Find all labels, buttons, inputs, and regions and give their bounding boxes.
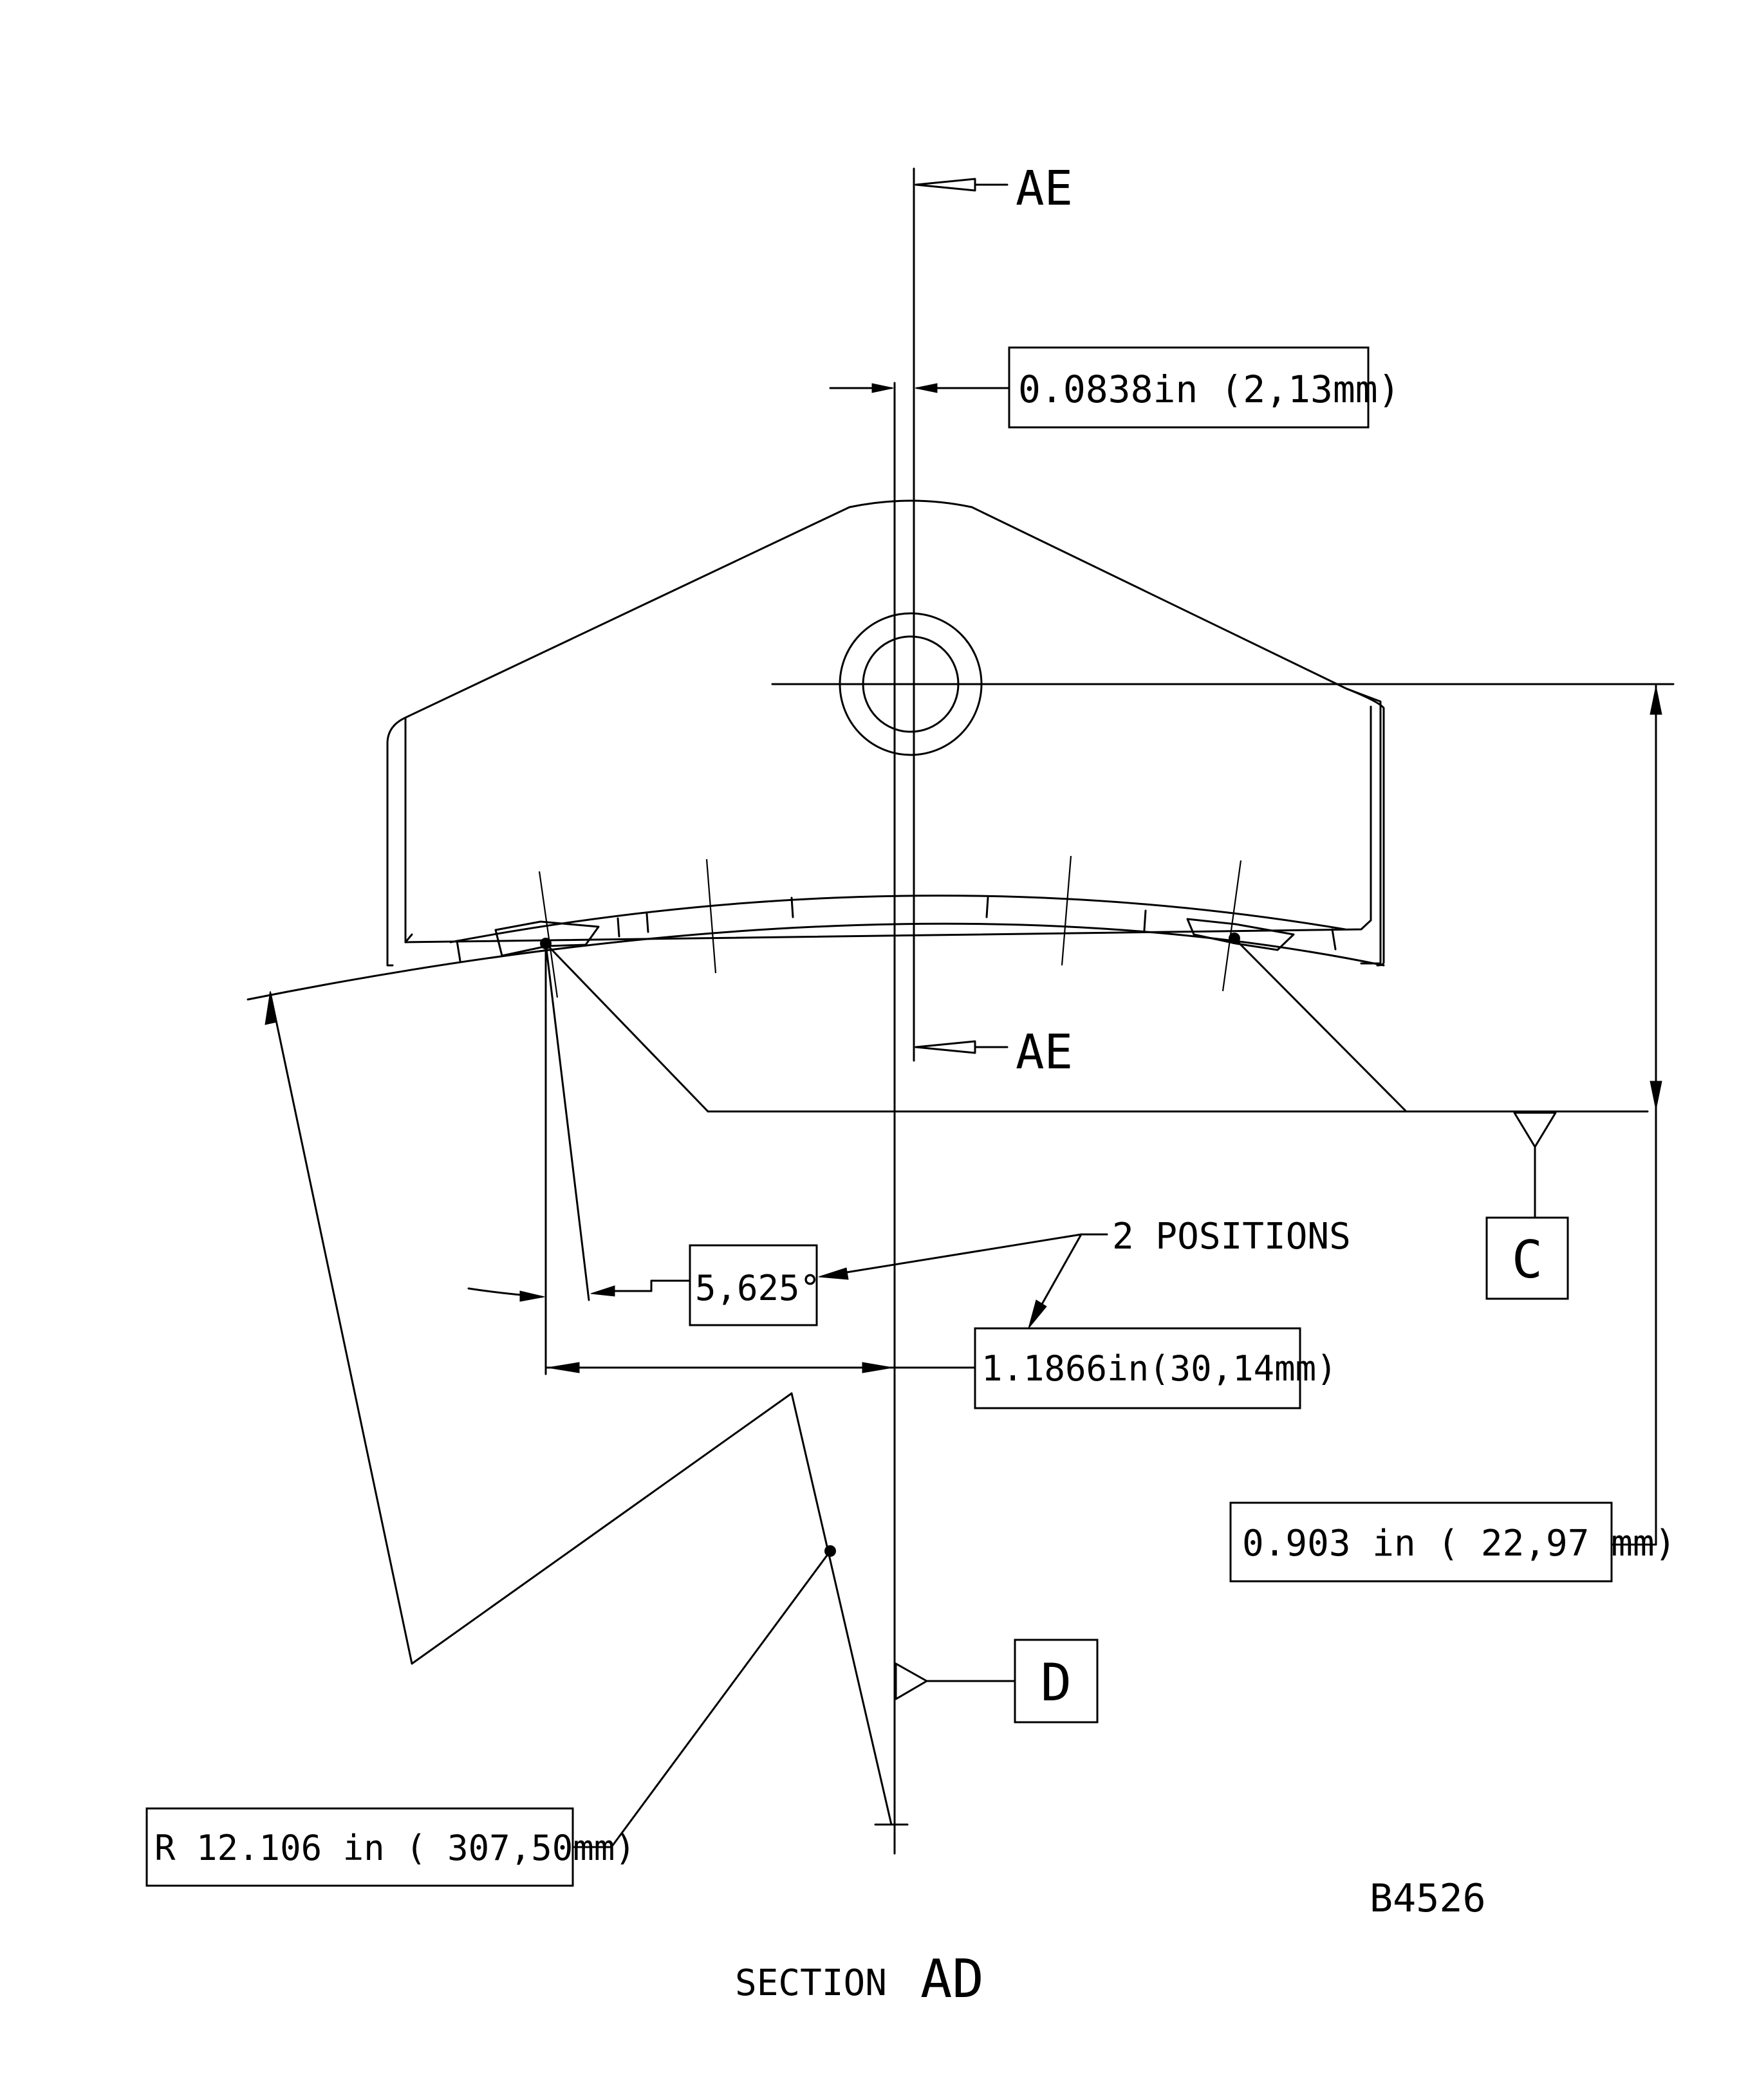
datum-c-label: C <box>1512 1230 1543 1290</box>
angle-dimension-label: 5,625° <box>695 1268 821 1308</box>
distance-dimension: 1.1866in(30,14mm) <box>544 1327 1337 1409</box>
angle-dimension: 5,625° <box>467 942 821 1375</box>
distance-dimension-box <box>974 1327 1301 1409</box>
offset-dimension-label: 0.0838in (2,13mm) <box>1018 367 1400 411</box>
positions-note-label: 2 POSITIONS <box>1112 1216 1351 1258</box>
drawing-number: B4526 <box>1370 1876 1486 1921</box>
offset-dimension: 0.0838in (2,13mm) <box>829 346 1400 429</box>
section-marker-bottom-label: AE <box>1016 1025 1073 1080</box>
section-marker-top: AE <box>915 161 1073 216</box>
height-dimension: 0.903 in ( 22,97 mm) <box>1229 683 1676 1583</box>
height-dimension-box <box>1229 1501 1613 1583</box>
datum-c-box <box>1485 1216 1569 1300</box>
section-caption-name: AD <box>920 1949 984 2010</box>
height-dimension-label: 0.903 in ( 22,97 mm) <box>1242 1523 1676 1565</box>
section-marker-top-label: AE <box>1016 161 1073 216</box>
part-outline <box>246 499 1385 1001</box>
hole-positions <box>540 933 1649 1113</box>
radius-dimension: R 12.106 in ( 307,50mm) <box>145 990 909 1887</box>
angle-dimension-box <box>689 1244 818 1326</box>
section-caption: SECTION AD <box>735 1949 984 2010</box>
radius-dimension-box <box>145 1807 574 1887</box>
radius-dimension-label: R 12.106 in ( 307,50mm) <box>154 1828 636 1868</box>
section-marker-bottom: AE <box>915 1025 1073 1080</box>
datum-d: D <box>895 1639 1099 1724</box>
distance-dimension-label: 1.1866in(30,14mm) <box>981 1348 1337 1389</box>
bore <box>839 612 983 756</box>
section-caption-prefix: SECTION <box>735 1962 887 2004</box>
center-lines <box>771 167 1675 1855</box>
datum-c: C <box>1485 1111 1569 1300</box>
offset-dimension-box <box>1008 346 1370 429</box>
positions-note: 2 POSITIONS <box>818 1216 1351 1329</box>
datum-d-label: D <box>1041 1653 1072 1713</box>
datum-d-box <box>1014 1639 1099 1724</box>
